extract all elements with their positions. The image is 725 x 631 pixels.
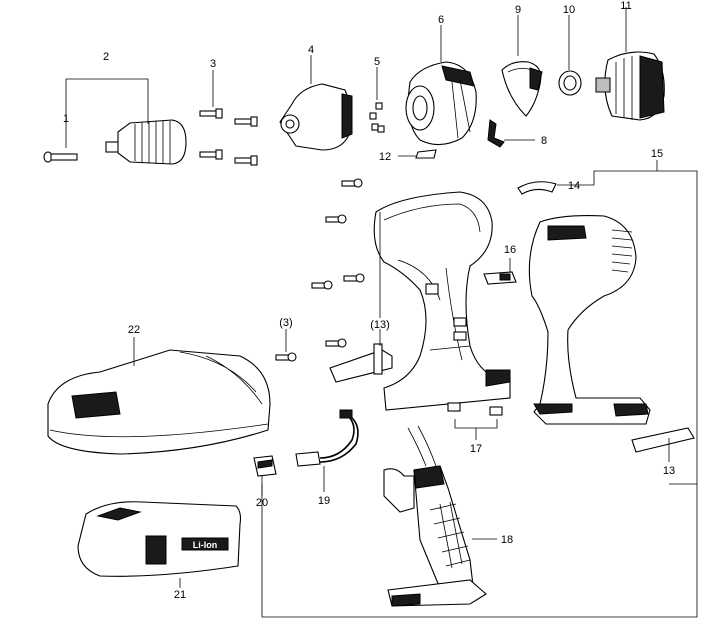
part-9-bracket [501, 61, 543, 117]
part-17-contacts [447, 402, 503, 416]
label-part-17: 17 [470, 443, 482, 455]
part-3-screws [199, 108, 258, 166]
label-part-13-bracketed: (13) [370, 319, 390, 331]
label-part-6: 6 [438, 14, 444, 26]
label-part-2: 2 [103, 51, 109, 63]
part-22-charger [47, 349, 271, 455]
part-5-pins [369, 102, 385, 133]
part-11-motor [595, 51, 665, 121]
label-part-3-bracketed: (3) [279, 317, 292, 329]
part-number-labels: 1 2 3 4 5 6 8 9 10 11 12 14 15 16 17 18 … [63, 0, 675, 601]
label-part-5: 5 [374, 56, 380, 68]
label-part-22: 22 [128, 324, 140, 336]
housing-screws [275, 178, 365, 362]
part-13-lever-inner [329, 343, 393, 383]
part-14-band [517, 181, 557, 195]
part-13-cover-strip [631, 427, 695, 453]
part-6-gear-assembly [405, 61, 477, 146]
label-part-13: 13 [663, 465, 675, 477]
label-part-1: 1 [63, 113, 69, 125]
part-21-battery: Li-Ion [77, 501, 242, 577]
label-part-10: 10 [563, 4, 575, 16]
label-part-14: 14 [568, 180, 580, 192]
part-2-chuck [105, 119, 187, 165]
label-part-4: 4 [308, 44, 314, 56]
part-12-spring [415, 149, 437, 159]
housing-left-half [373, 191, 511, 411]
label-part-18: 18 [501, 534, 513, 546]
label-part-21: 21 [174, 589, 186, 601]
label-part-3: 3 [210, 58, 216, 70]
part-8-clip [487, 119, 505, 148]
part-16-switch [483, 271, 517, 285]
leader-lines [65, 7, 698, 618]
label-part-20: 20 [256, 497, 268, 509]
part-18-switch-assembly [383, 425, 487, 607]
label-part-8: 8 [541, 135, 547, 147]
label-part-15: 15 [651, 148, 663, 160]
part-10-ring [558, 70, 582, 96]
housing-right-half [528, 215, 651, 425]
label-part-11: 11 [620, 0, 631, 12]
part-4-gear-housing [279, 83, 353, 151]
label-part-16: 16 [504, 244, 516, 256]
label-part-12: 12 [379, 151, 391, 163]
part-19-wire-connector [295, 409, 359, 467]
label-part-9: 9 [515, 4, 521, 16]
label-part-19: 19 [318, 495, 330, 507]
part-20-terminal [253, 455, 277, 477]
battery-brand-text: Li-Ion [193, 540, 218, 550]
part-1-screw [43, 151, 78, 163]
